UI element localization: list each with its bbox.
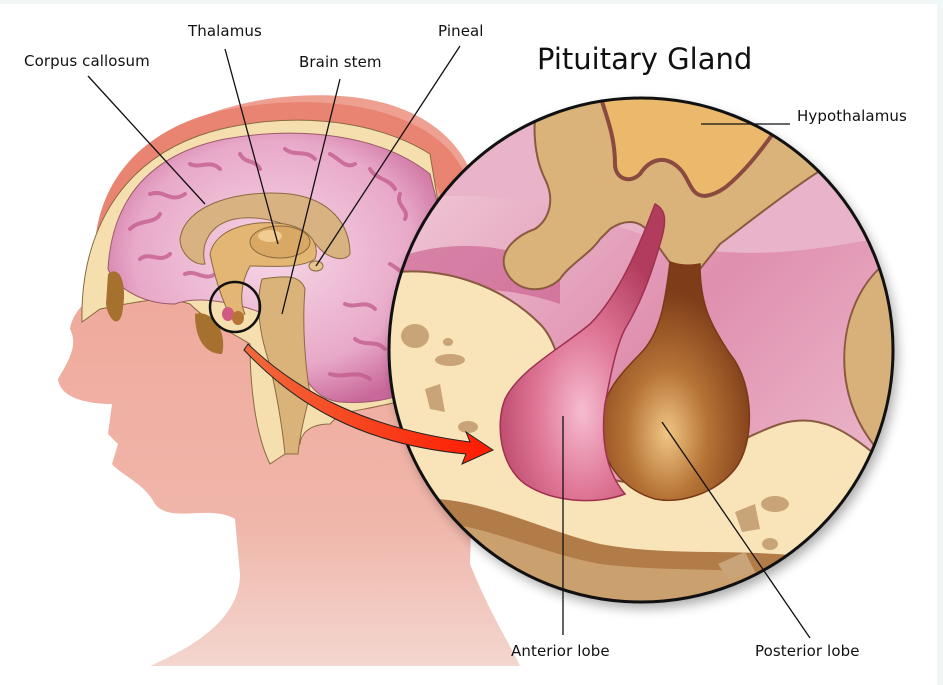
label-brain-stem: Brain stem [299, 53, 382, 71]
leader-thalamus [224, 48, 279, 245]
brain-stem [258, 276, 311, 455]
leader-lines [87, 45, 811, 639]
label-anterior-lobe: Anterior lobe [511, 642, 610, 660]
leader-brain-stem [281, 78, 341, 315]
label-pineal: Pineal [438, 22, 484, 40]
thalamus-body [249, 225, 311, 259]
brain [107, 132, 441, 403]
label-thalamus: Thalamus [188, 22, 262, 40]
pituitary-small-posterior [232, 311, 244, 325]
illustration-canvas: Pituitary Gland Corpus callosum Thalamus… [0, 4, 937, 685]
label-corpus-callosum: Corpus callosum [24, 52, 150, 70]
label-posterior-lobe: Posterior lobe [755, 642, 860, 660]
pointer-arrow [243, 343, 495, 465]
anterior-lobe [499, 202, 666, 502]
leader-pineal [315, 45, 461, 267]
leader-posterior-lobe [661, 421, 811, 639]
focus-circle [208, 280, 262, 334]
brain-folds [128, 147, 417, 381]
leader-corpus-callosum [87, 75, 206, 205]
diagram-title: Pituitary Gland [537, 42, 753, 76]
frontal-sinus [106, 271, 125, 322]
bone-pores [401, 324, 789, 579]
posterior-lobe [599, 260, 751, 501]
pituitary-small-anterior [222, 307, 234, 321]
label-hypothalamus: Hypothalamus [797, 107, 907, 125]
anatomy-illustration [58, 45, 895, 667]
